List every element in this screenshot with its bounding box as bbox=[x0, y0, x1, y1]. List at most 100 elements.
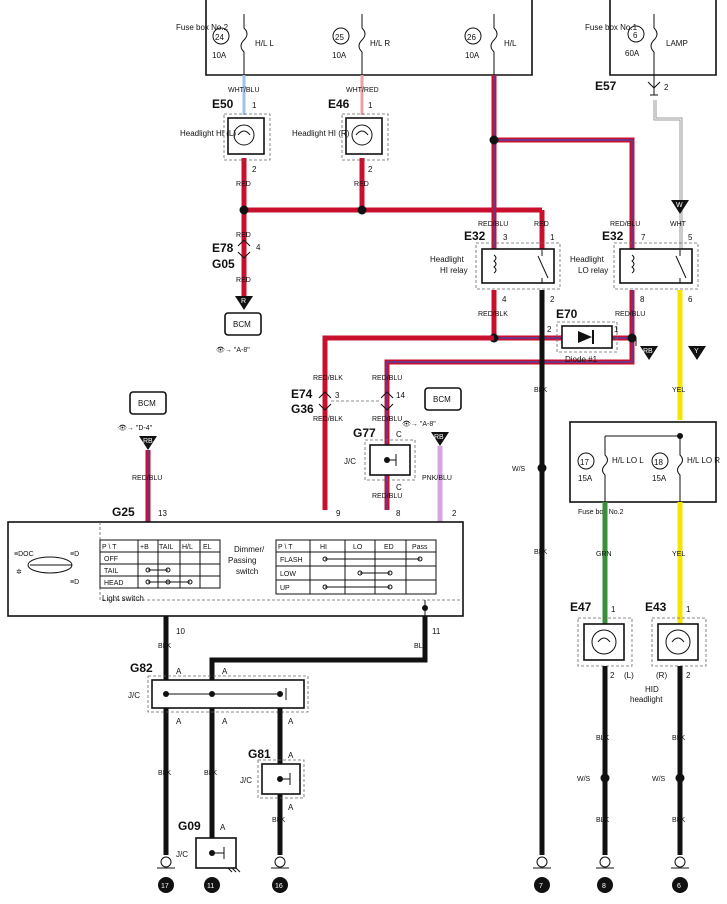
svg-text:RED/BLU: RED/BLU bbox=[372, 375, 402, 382]
ref-a8-2: 👁→ "A-8" bbox=[402, 420, 436, 428]
svg-text:BLK: BLK bbox=[204, 770, 218, 777]
fuse-26: 26 10A H/L bbox=[464, 14, 517, 75]
svg-text:A: A bbox=[222, 667, 228, 676]
svg-text:2: 2 bbox=[550, 295, 555, 304]
svg-text:RED/BLU: RED/BLU bbox=[615, 311, 645, 318]
svg-text:2: 2 bbox=[610, 671, 615, 680]
svg-text:E43: E43 bbox=[645, 600, 667, 614]
svg-text:Light switch: Light switch bbox=[102, 594, 144, 603]
fuse-box-lo-label: Fuse box No.2 bbox=[578, 509, 624, 516]
svg-text:G09: G09 bbox=[178, 819, 201, 833]
bcm-2: BCM 👁→ "D-4" RB bbox=[118, 391, 167, 450]
svg-text:RB: RB bbox=[434, 434, 444, 441]
svg-text:Diode #1: Diode #1 bbox=[565, 355, 598, 364]
wire-wht bbox=[653, 100, 681, 250]
svg-text:1: 1 bbox=[550, 233, 555, 242]
svg-text:5: 5 bbox=[688, 233, 693, 242]
svg-text:WHT: WHT bbox=[670, 221, 687, 228]
switch-lever-icon: ≡DOC ≡D ✲ ≡D bbox=[14, 551, 79, 586]
svg-text:10A: 10A bbox=[465, 51, 480, 60]
svg-text:E46: E46 bbox=[328, 97, 350, 111]
svg-text:E70: E70 bbox=[556, 307, 578, 321]
svg-text:PNK/BLU: PNK/BLU bbox=[422, 475, 452, 482]
connector-e57: E57 2 bbox=[595, 79, 669, 93]
headlight-hi-l: E50 1 2 Headlight HI (L) bbox=[180, 97, 271, 174]
svg-text:A: A bbox=[288, 803, 294, 812]
light-switch-table: P \ T +B TAIL H/L EL OFF TAIL HEAD Light… bbox=[99, 539, 221, 603]
svg-text:A: A bbox=[222, 717, 228, 726]
jc-g77: G77 C C J/C bbox=[344, 426, 416, 492]
svg-text:J/C: J/C bbox=[128, 691, 140, 700]
svg-text:G81: G81 bbox=[248, 747, 271, 761]
svg-text:BLK: BLK bbox=[596, 817, 610, 824]
jc-g82: G82 A A A A A J/C bbox=[128, 661, 309, 726]
jc-g09: G09 A J/C bbox=[176, 819, 241, 873]
svg-text:E47: E47 bbox=[570, 600, 592, 614]
arrow-y: Y bbox=[688, 346, 706, 360]
hid-headlight-l: E47 1 2 (L) bbox=[570, 600, 634, 680]
svg-text:6: 6 bbox=[677, 883, 681, 890]
svg-text:BLK: BLK bbox=[534, 387, 548, 394]
svg-text:E57: E57 bbox=[595, 79, 617, 93]
svg-text:RB: RB bbox=[643, 348, 653, 355]
svg-text:YEL: YEL bbox=[672, 551, 685, 558]
ground-17: 17 bbox=[157, 856, 175, 893]
svg-text:J/C: J/C bbox=[176, 850, 188, 859]
svg-text:RED: RED bbox=[354, 181, 369, 188]
svg-text:3: 3 bbox=[335, 391, 340, 400]
svg-text:RED/BLU: RED/BLU bbox=[478, 221, 508, 228]
svg-text:Headlight HI (R): Headlight HI (R) bbox=[292, 129, 350, 138]
svg-text:2: 2 bbox=[368, 165, 373, 174]
svg-text:RED: RED bbox=[236, 277, 251, 284]
svg-text:≡DOC: ≡DOC bbox=[14, 551, 34, 558]
fuse-box-no1-label: Fuse box No.1 bbox=[585, 23, 638, 32]
svg-text:E74: E74 bbox=[291, 387, 313, 401]
svg-text:10A: 10A bbox=[332, 51, 347, 60]
svg-text:H/L L: H/L L bbox=[255, 39, 274, 48]
svg-text:C: C bbox=[396, 483, 402, 492]
svg-text:6: 6 bbox=[688, 295, 693, 304]
svg-text:Y: Y bbox=[694, 348, 699, 355]
svg-text:2: 2 bbox=[664, 83, 669, 92]
bcm-1: BCM 👁→ "A-8" bbox=[216, 312, 262, 354]
svg-text:G36: G36 bbox=[291, 402, 314, 416]
svg-text:BLK: BLK bbox=[272, 817, 286, 824]
svg-text:G77: G77 bbox=[353, 426, 376, 440]
svg-text:≡D: ≡D bbox=[70, 579, 79, 586]
fuse-24: 24 10A H/L L bbox=[212, 14, 274, 75]
svg-text:14: 14 bbox=[396, 391, 405, 400]
svg-text:H/L LO L: H/L LO L bbox=[612, 456, 644, 465]
svg-text:2: 2 bbox=[547, 325, 552, 334]
svg-text:7: 7 bbox=[641, 233, 646, 242]
arrow-rb-right: RB bbox=[635, 338, 658, 360]
svg-text:1: 1 bbox=[252, 101, 257, 110]
svg-text:BLK: BLK bbox=[672, 817, 686, 824]
svg-text:E50: E50 bbox=[212, 97, 234, 111]
wire-blk-ground11 bbox=[209, 616, 428, 855]
ground-8: 8 bbox=[596, 856, 614, 893]
svg-text:RED/BLU: RED/BLU bbox=[372, 416, 402, 423]
svg-text:BLK: BLK bbox=[158, 770, 172, 777]
svg-text:E32: E32 bbox=[602, 229, 624, 243]
arrow-r: R bbox=[235, 296, 253, 310]
svg-text:9: 9 bbox=[336, 509, 341, 518]
svg-text:8: 8 bbox=[602, 883, 606, 890]
svg-text:E32: E32 bbox=[464, 229, 486, 243]
svg-text:+B: +B bbox=[140, 544, 149, 551]
svg-text:7: 7 bbox=[539, 883, 543, 890]
svg-text:BCM: BCM bbox=[233, 320, 251, 329]
svg-text:ED: ED bbox=[384, 544, 394, 551]
svg-text:10A: 10A bbox=[212, 51, 227, 60]
svg-text:3: 3 bbox=[503, 233, 508, 242]
svg-text:11: 11 bbox=[432, 627, 441, 636]
svg-text:4: 4 bbox=[256, 243, 261, 252]
svg-text:GRN: GRN bbox=[596, 551, 612, 558]
svg-text:Pass: Pass bbox=[412, 544, 428, 551]
svg-text:BLK: BLK bbox=[158, 643, 172, 650]
svg-text:LOW: LOW bbox=[280, 571, 296, 578]
svg-text:8: 8 bbox=[396, 509, 401, 518]
svg-text:C: C bbox=[396, 430, 402, 439]
svg-text:(R): (R) bbox=[656, 671, 667, 680]
svg-text:BCM: BCM bbox=[433, 395, 451, 404]
